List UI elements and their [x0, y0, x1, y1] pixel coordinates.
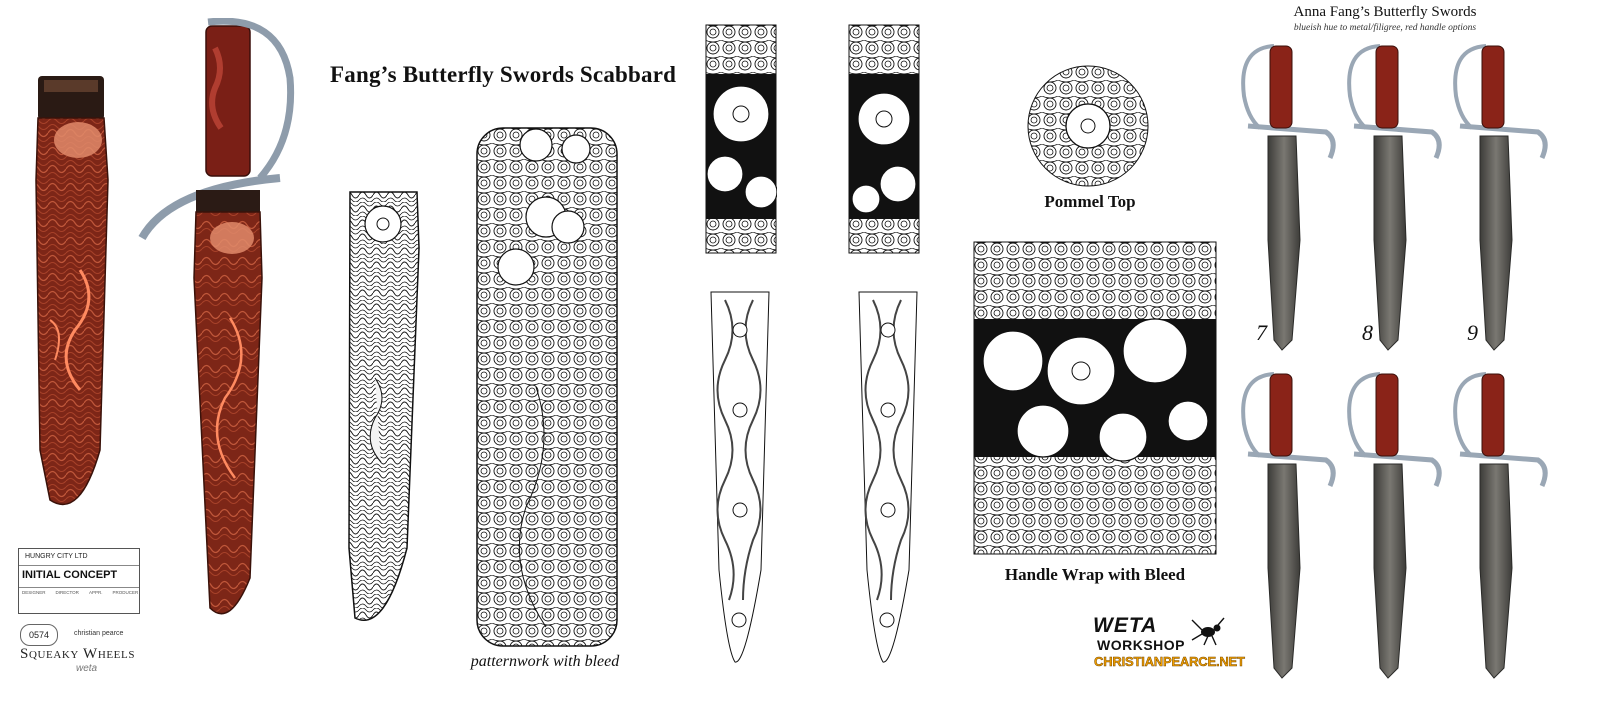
- sword-option-6: [1455, 374, 1545, 678]
- weta-logo-text: WETA: [1093, 614, 1158, 637]
- pommel-top-caption: Pommel Top: [1044, 192, 1136, 211]
- project-name: Squeaky Wheels: [20, 646, 136, 662]
- drawing-number: 0574: [20, 624, 58, 646]
- title-block-field-producer: PRODUCER: [112, 590, 139, 595]
- scabbard-patternwork-panel: [476, 127, 618, 647]
- option-number-9: 9: [1467, 320, 1478, 345]
- right-panel-title: Anna Fang’s Butterfly Swords: [1293, 4, 1477, 20]
- sword-option-2: [1349, 46, 1439, 350]
- title-block-stage: INITIAL CONCEPT: [22, 569, 118, 581]
- title-block-company: HUNGRY CITY LTD: [25, 553, 88, 560]
- option-number-7: 7: [1256, 320, 1267, 345]
- handle-wrap-panel: [973, 241, 1217, 555]
- sword-options-grid: [1230, 40, 1560, 680]
- right-panel-subtitle: blueish hue to metal/filigree, red handl…: [1293, 23, 1477, 33]
- pommel-top-disc: [1027, 65, 1149, 187]
- title-block-credits: 0574 christian pearce Squeaky Wheels wet…: [18, 620, 138, 678]
- sword-option-3: [1455, 46, 1545, 350]
- title-block-field-director: DIRECTOR: [55, 590, 79, 595]
- page-title: Fang’s Butterfly Swords Scabbard: [330, 62, 677, 87]
- title-block: HUNGRY CITY LTD INITIAL CONCEPT DESIGNER…: [18, 548, 140, 614]
- handle-wrap-strip-right: [848, 24, 920, 254]
- blade-filigree-right: [858, 291, 918, 663]
- patternwork-caption: patternwork with bleed: [470, 653, 620, 670]
- colored-sword-illustration: [138, 18, 295, 615]
- colored-scabbard-illustration: [35, 76, 109, 506]
- handle-wrap-strip-left: [705, 24, 777, 254]
- title-block-field-approval: APPR.: [88, 590, 103, 595]
- sword-option-1: [1243, 46, 1333, 350]
- christianpearce-site-text: CHRISTIANPEARCE.NET: [1094, 654, 1245, 670]
- artist-name: christian pearce: [74, 630, 124, 637]
- sword-option-5: [1349, 374, 1439, 678]
- sword-option-4: [1243, 374, 1333, 678]
- weta-bug-icon: [1191, 617, 1225, 646]
- option-number-8: 8: [1362, 320, 1373, 345]
- title-block-field-designer: DESIGNER: [22, 590, 46, 595]
- blade-filigree-left: [710, 291, 770, 663]
- studio-mark: weta: [76, 663, 98, 674]
- workshop-logo-text: WORKSHOP: [1097, 637, 1185, 653]
- scabbard-line-art: [348, 191, 420, 621]
- handle-wrap-caption: Handle Wrap with Bleed: [1004, 565, 1186, 584]
